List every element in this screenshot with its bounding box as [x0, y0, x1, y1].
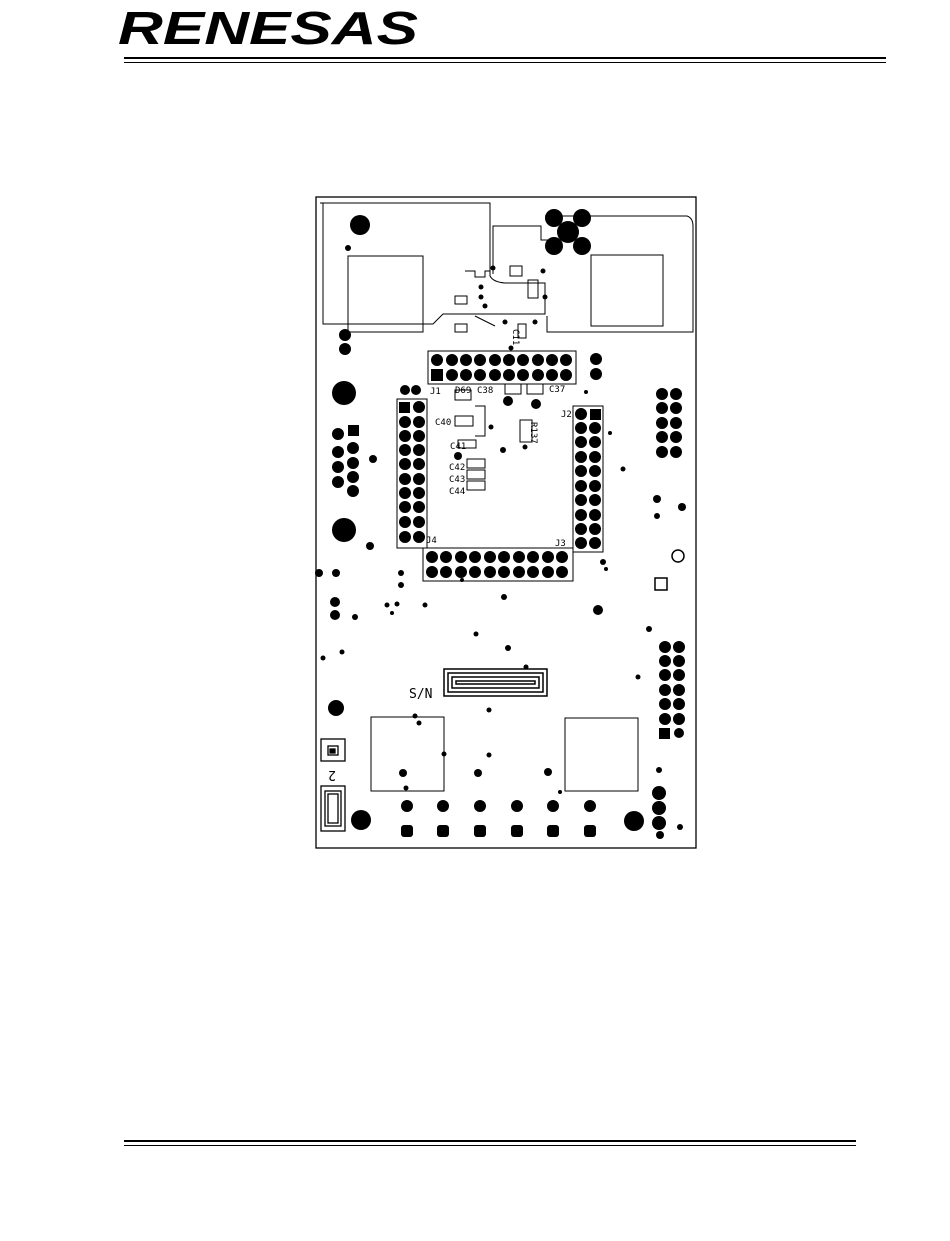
header-j3 [423, 548, 573, 581]
serial-number-plate [444, 669, 547, 696]
connector-cluster-top [493, 209, 591, 274]
label-c42: C42 [449, 463, 465, 473]
mount-hole [350, 215, 370, 235]
label-c41: C41 [450, 442, 466, 452]
label-j4: J4 [426, 536, 437, 546]
header-j4 [397, 385, 427, 548]
mount-hole [624, 811, 644, 831]
label-d69: D69 [455, 386, 471, 396]
header-rule [124, 57, 886, 63]
logo-text: RENESAS [118, 4, 418, 52]
label-c11: C11 [510, 329, 520, 345]
center-components [455, 266, 538, 338]
connector-right-top [590, 353, 682, 458]
board-outline [316, 197, 696, 848]
connector-right-bottom [659, 641, 685, 739]
pad-square-tr [591, 255, 663, 326]
footer-rule [124, 1140, 856, 1146]
pad-square-bl [371, 717, 444, 791]
pad-square-br [565, 718, 638, 791]
bottom-pads [401, 786, 683, 839]
label-c40: C40 [435, 418, 451, 428]
component-bottom-left [321, 739, 345, 831]
label-c37: C37 [549, 385, 565, 395]
pcb-board-drawing: J1 J2 J3 J4 D69 C38 C37 C40 C41 C42 C43 … [315, 196, 698, 850]
header-j1 [428, 351, 576, 384]
label-c38: C38 [477, 386, 493, 396]
label-2: 2 [328, 767, 336, 782]
mount-hole [332, 381, 356, 405]
label-j1: J1 [430, 387, 441, 397]
renesas-logo: RENESAS [118, 4, 423, 52]
label-c44: C44 [449, 487, 465, 497]
label-sn: S/N [409, 687, 432, 702]
label-j2: J2 [561, 410, 572, 420]
mount-hole [351, 810, 371, 830]
pad-square-tl [348, 256, 423, 332]
label-r137: R137 [528, 422, 538, 444]
label-j3: J3 [555, 539, 566, 549]
mount-hole [332, 518, 356, 542]
header-j2 [573, 406, 603, 552]
label-c43: C43 [449, 475, 465, 485]
